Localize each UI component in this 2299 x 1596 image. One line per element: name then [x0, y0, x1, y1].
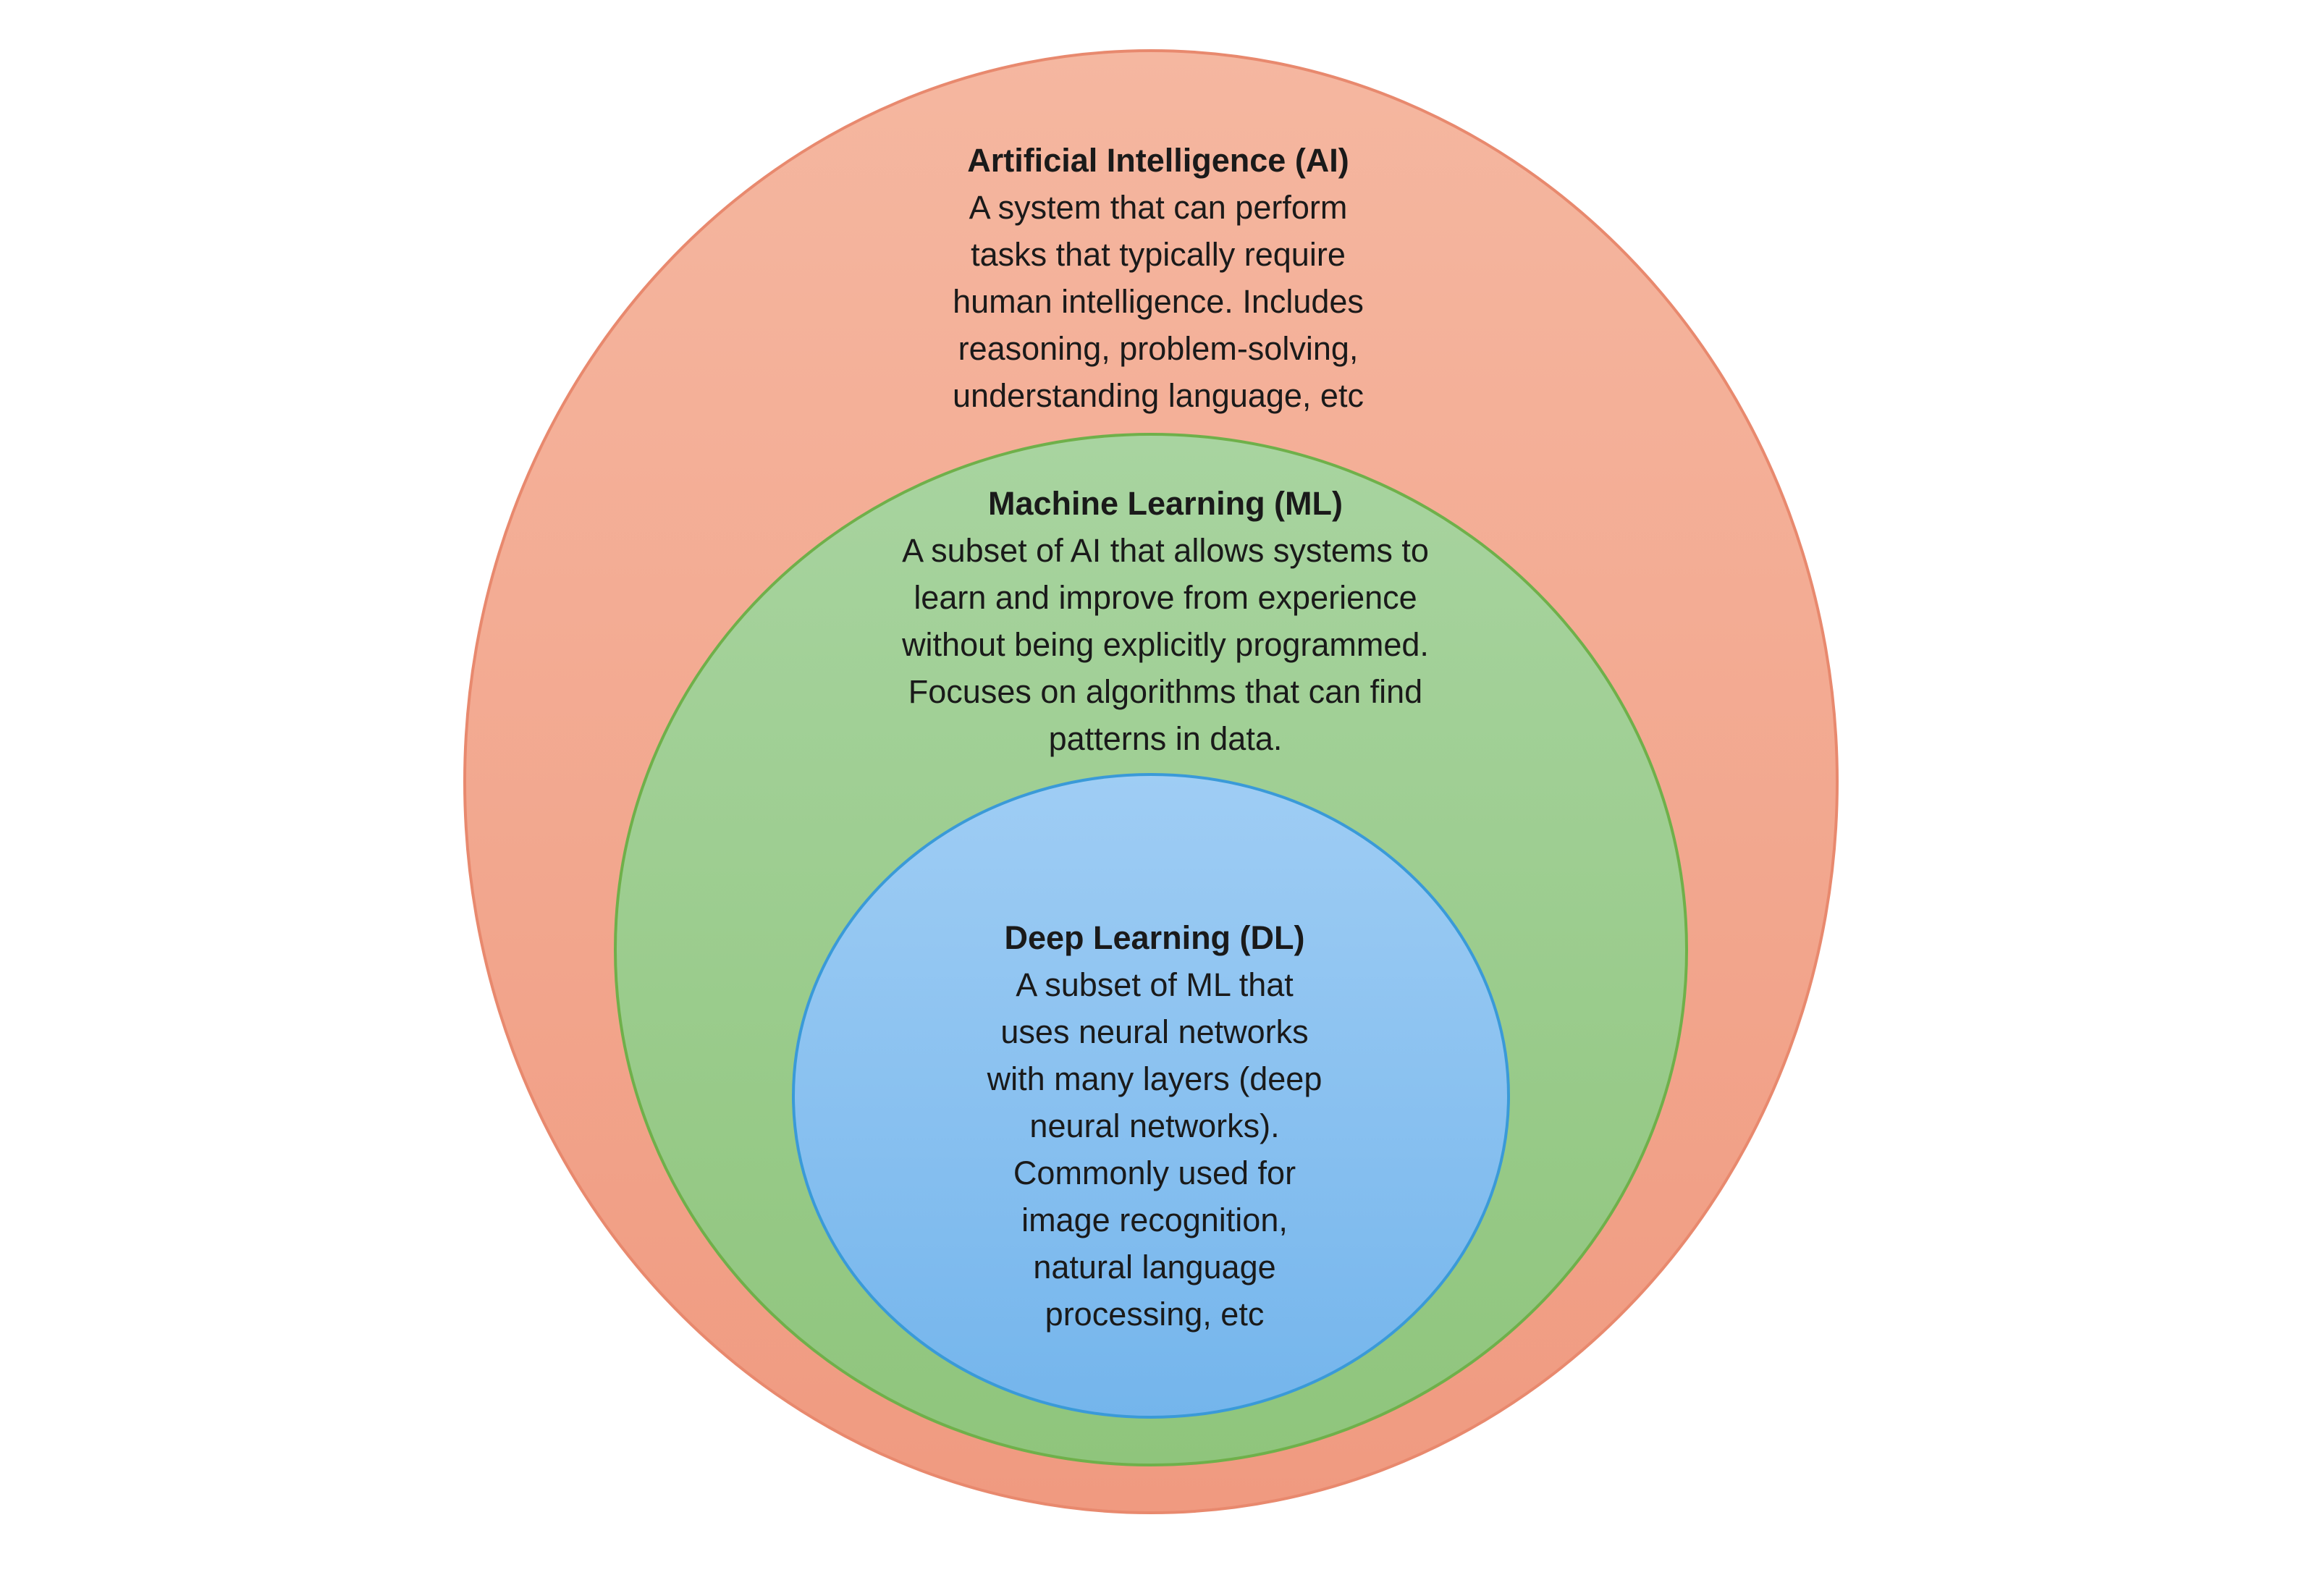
dl-description-line: uses neural networks — [1000, 1013, 1309, 1050]
dl-description-line: natural language — [1033, 1249, 1276, 1285]
ai-description-line: A system that can perform — [969, 189, 1348, 226]
dl-ellipse — [792, 773, 1510, 1419]
dl-description-line: Commonly used for — [1013, 1154, 1296, 1191]
dl-description-line: A subset of ML that — [1016, 966, 1294, 1003]
ai-description-line: understanding language, etc — [953, 377, 1364, 414]
ml-description-line: learn and improve from experience — [914, 579, 1417, 616]
ml-description-line: A subset of AI that allows systems to — [902, 532, 1429, 569]
dl-description-line: with many layers (deep — [987, 1060, 1323, 1097]
ml-description-line: patterns in data. — [1048, 720, 1283, 757]
dl-description-line: processing, etc — [1045, 1296, 1265, 1333]
dl-label: Deep Learning (DL) A subset of ML that u… — [858, 915, 1451, 1338]
ai-description-line: reasoning, problem-solving, — [958, 330, 1359, 367]
ai-label: Artificial Intelligence (AI) A system th… — [796, 138, 1520, 419]
dl-title: Deep Learning (DL) — [1004, 919, 1305, 956]
ai-title: Artificial Intelligence (AI) — [967, 142, 1349, 179]
ml-description-line: Focuses on algorithms that can find — [908, 673, 1423, 710]
ml-title: Machine Learning (ML) — [987, 485, 1343, 522]
ai-description-line: tasks that typically require — [971, 236, 1346, 273]
ai-description-line: human intelligence. Includes — [953, 283, 1364, 320]
ml-description-line: without being explicitly programmed. — [902, 626, 1429, 663]
ml-label: Machine Learning (ML) A subset of AI tha… — [782, 481, 1549, 762]
dl-description-line: image recognition, — [1021, 1202, 1288, 1238]
dl-description-line: neural networks). — [1029, 1107, 1280, 1144]
